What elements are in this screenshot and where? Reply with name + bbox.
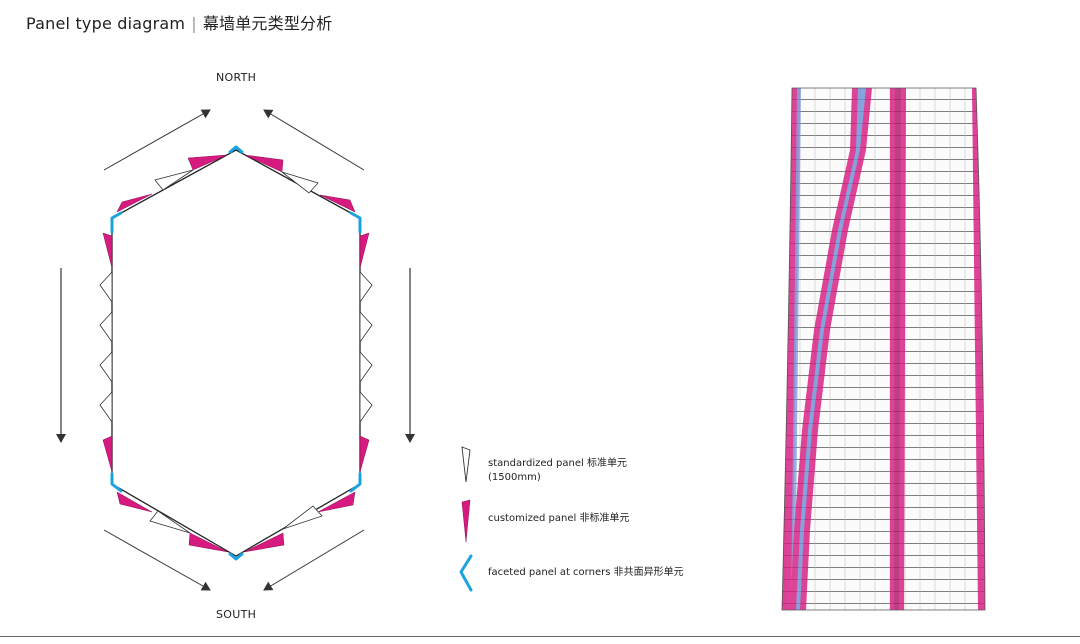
legend-standardized-line2: (1500mm) [488,472,541,483]
page-title-en: Panel type diagram [26,14,186,33]
arrow-sw [103,529,211,591]
legend-faceted-label: faceted panel at corners 非共面异形单元 [488,567,684,578]
bottom-divider [0,636,1080,637]
white-wedge-icon [461,446,471,483]
cyan-chevron-icon [459,554,473,592]
arrow-se [263,529,365,591]
corner-se [349,472,362,493]
magenta-wedge-icon [461,499,471,543]
corner-north [228,145,244,154]
page-title-cn: 幕墙单元类型分析 [202,14,333,33]
wind-arrows [56,109,415,591]
south-label: SOUTH [216,608,257,621]
north-label: NORTH [216,71,257,84]
legend-customized-label: customized panel 非标准单元 [488,513,630,524]
legend-standardized-line1: standardized panel 标准单元 [488,458,627,469]
plan-outline [111,149,361,557]
corner-south [228,552,244,561]
arrow-nw [103,109,211,171]
page-title: Panel type diagram | 幕墙单元类型分析 [26,10,332,34]
title-separator: | [191,14,197,33]
arrow-ne [263,109,365,171]
legend-standardized-label: standardized panel 标准单元 (1500mm) [488,457,627,485]
corner-nw [110,211,123,234]
corner-ne [349,211,362,234]
corner-sw [110,472,123,493]
floor-plan [99,145,373,561]
custom-panels [102,154,370,553]
legend [459,446,473,592]
standard-panels [99,169,373,534]
tower-elevation [781,87,986,611]
corner-panels [110,145,362,561]
